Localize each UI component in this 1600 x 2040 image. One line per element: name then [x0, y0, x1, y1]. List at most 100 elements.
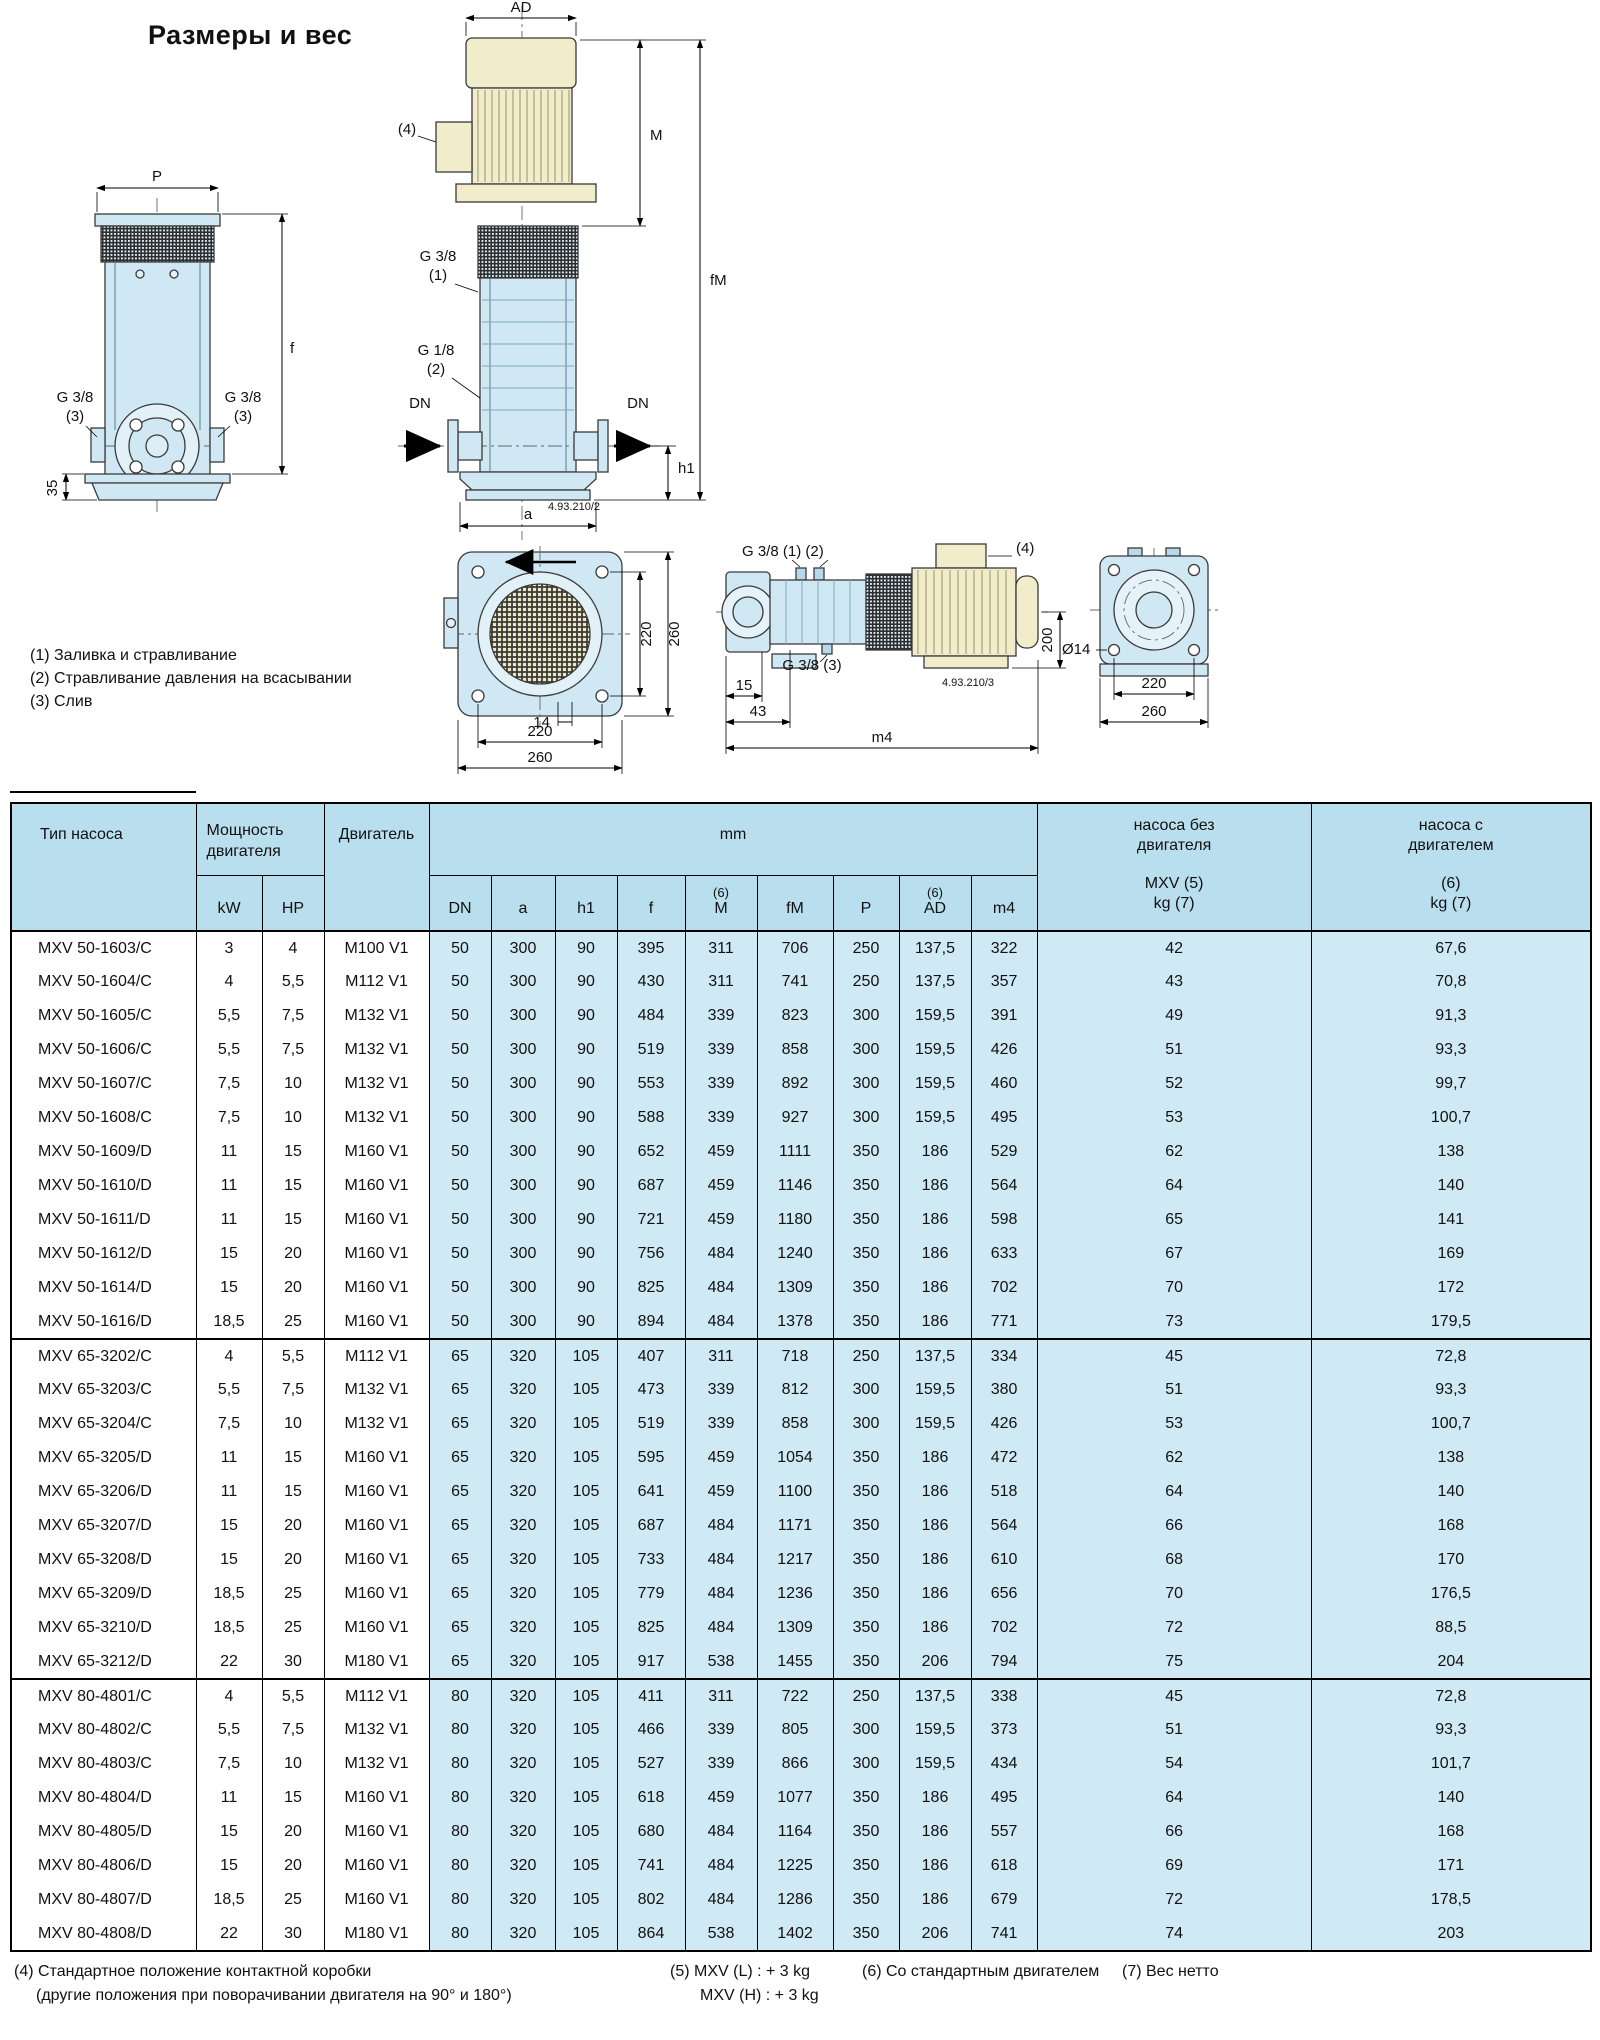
value-cell: 50 — [428, 1169, 492, 1203]
value-cell: 93,3 — [1310, 1713, 1592, 1747]
value-cell: 459 — [684, 1203, 758, 1237]
value-cell: 72 — [1036, 1883, 1312, 1917]
value-cell: 741 — [970, 1917, 1038, 1951]
value-cell: 892 — [756, 1067, 834, 1101]
value-cell: 105 — [554, 1509, 618, 1543]
value-cell: 65 — [428, 1373, 492, 1407]
value-cell: 771 — [970, 1305, 1038, 1339]
value-cell: 411 — [616, 1678, 686, 1713]
value-cell: 320 — [490, 1543, 556, 1577]
value-cell: 72,8 — [1310, 1678, 1592, 1713]
value-cell: 300 — [832, 999, 900, 1033]
value-cell: 339 — [684, 1101, 758, 1135]
col-header-h1: h1 — [554, 874, 618, 932]
value-cell: 656 — [970, 1577, 1038, 1611]
value-cell: 186 — [898, 1815, 972, 1849]
value-cell: 7,5 — [261, 1373, 325, 1407]
value-cell: 80 — [428, 1713, 492, 1747]
value-cell: 90 — [554, 1237, 618, 1271]
value-cell: 350 — [832, 1441, 900, 1475]
value-cell: 67 — [1036, 1237, 1312, 1271]
value-cell: 4 — [261, 931, 325, 965]
value-cell: 320 — [490, 1849, 556, 1883]
dim-label-m: M — [650, 127, 663, 144]
footnote-4-line2: (другие положения при поворачивании двиг… — [36, 1987, 512, 2004]
value-cell: 186 — [898, 1577, 972, 1611]
value-cell: 1054 — [756, 1441, 834, 1475]
value-cell: 186 — [898, 1237, 972, 1271]
value-cell: 484 — [684, 1815, 758, 1849]
value-cell: 51 — [1036, 1713, 1312, 1747]
pump-type-cell: MXV 65-3208/D — [10, 1543, 197, 1577]
col-header-ad: (6) AD — [898, 874, 972, 932]
value-cell: 300 — [490, 1169, 556, 1203]
pump-type-cell: MXV 50-1616/D — [10, 1305, 197, 1339]
dim-label-43: 43 — [750, 703, 767, 720]
value-cell: M160 V1 — [323, 1305, 430, 1339]
value-cell: 20 — [261, 1543, 325, 1577]
value-cell: 334 — [970, 1338, 1038, 1373]
value-cell: 858 — [756, 1407, 834, 1441]
value-cell: 484 — [684, 1543, 758, 1577]
pump-type-cell: MXV 50-1603/C — [10, 931, 197, 965]
page-title: Размеры и вес — [148, 20, 353, 50]
value-cell: 459 — [684, 1169, 758, 1203]
value-cell: 633 — [970, 1237, 1038, 1271]
value-cell: 20 — [261, 1849, 325, 1883]
value-cell: 320 — [490, 1645, 556, 1679]
value-cell: 105 — [554, 1678, 618, 1713]
value-cell: 495 — [970, 1101, 1038, 1135]
value-cell: 80 — [428, 1815, 492, 1849]
value-cell: 495 — [970, 1781, 1038, 1815]
value-cell: M160 V1 — [323, 1543, 430, 1577]
value-cell: 186 — [898, 1611, 972, 1645]
value-cell: 339 — [684, 1067, 758, 1101]
value-cell: 680 — [616, 1815, 686, 1849]
col-header-weight-with-motor: насоса с двигателем (6) kg (7) — [1310, 802, 1592, 932]
value-cell: 519 — [616, 1033, 686, 1067]
value-cell: 25 — [261, 1305, 325, 1339]
value-cell: 300 — [490, 1203, 556, 1237]
value-cell: 172 — [1310, 1271, 1592, 1305]
value-cell: 105 — [554, 1543, 618, 1577]
value-cell: 538 — [684, 1917, 758, 1951]
value-cell: 203 — [1310, 1917, 1592, 1951]
value-cell: 50 — [428, 1237, 492, 1271]
value-cell: M132 V1 — [323, 1713, 430, 1747]
value-cell: 50 — [428, 1067, 492, 1101]
value-cell: 320 — [490, 1611, 556, 1645]
dim-label-fm: fM — [710, 272, 727, 289]
value-cell: 141 — [1310, 1203, 1592, 1237]
value-cell: 300 — [832, 1407, 900, 1441]
dim-label-220-flange: 220 — [1141, 675, 1166, 692]
value-cell: 186 — [898, 1203, 972, 1237]
value-cell: 610 — [970, 1543, 1038, 1577]
value-cell: 65 — [428, 1543, 492, 1577]
value-cell: 140 — [1310, 1169, 1592, 1203]
value-cell: 484 — [684, 1849, 758, 1883]
value-cell: 519 — [616, 1407, 686, 1441]
value-cell: 15 — [195, 1849, 263, 1883]
col-header-mm: mm — [428, 802, 1038, 876]
value-cell: 91,3 — [1310, 999, 1592, 1033]
value-cell: 50 — [428, 999, 492, 1033]
value-cell: 300 — [490, 1135, 556, 1169]
pump-type-cell: MXV 65-3212/D — [10, 1645, 197, 1679]
value-cell: 311 — [684, 1338, 758, 1373]
drawing-code-3: 4.93.210/3 — [942, 677, 994, 689]
pump-type-cell: MXV 50-1606/C — [10, 1033, 197, 1067]
value-cell: M132 V1 — [323, 1373, 430, 1407]
value-cell: 564 — [970, 1509, 1038, 1543]
value-cell: 4 — [195, 1678, 263, 1713]
value-cell: 527 — [616, 1747, 686, 1781]
value-cell: 350 — [832, 1509, 900, 1543]
value-cell: 339 — [684, 1713, 758, 1747]
value-cell: 70 — [1036, 1577, 1312, 1611]
